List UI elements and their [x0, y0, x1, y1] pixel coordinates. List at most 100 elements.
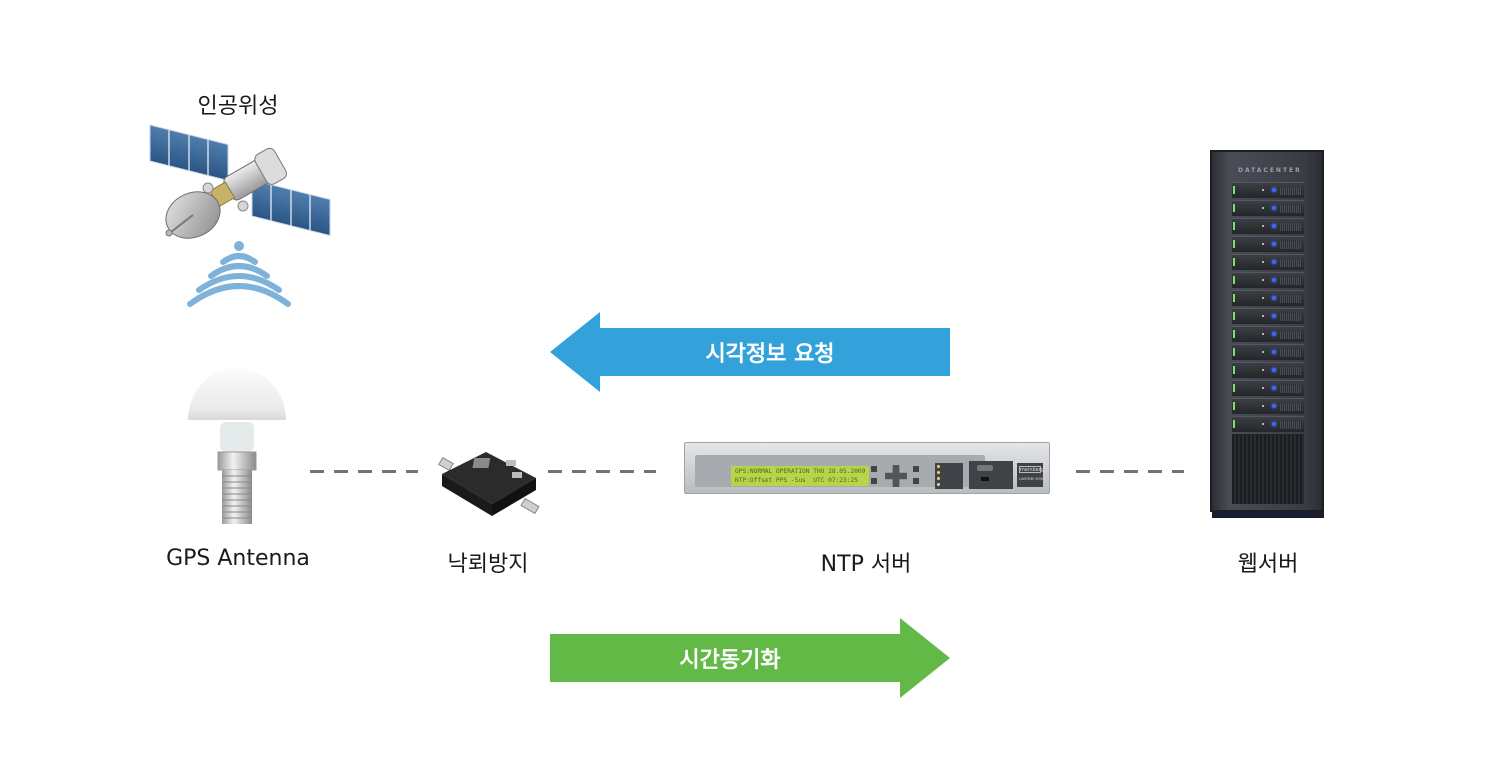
status-led: [1262, 333, 1264, 335]
power-led: [1233, 312, 1235, 320]
time-request-arrow: [550, 312, 950, 392]
serial-port-icon: [977, 465, 993, 471]
activity-led: [1272, 296, 1276, 300]
activity-led: [1272, 386, 1276, 390]
display-line-2: NTP:Offset PPS -5us UTC 07:23:25: [735, 477, 858, 484]
activity-led: [1272, 206, 1276, 210]
status-led: [1262, 387, 1264, 389]
server-unit: [1232, 308, 1304, 324]
drive-bay: [1280, 223, 1302, 231]
signal-waves-icon: [187, 241, 291, 307]
connector-ntp-webserver: [1076, 470, 1184, 473]
status-led: [1262, 315, 1264, 317]
usb-port-icon: [981, 477, 989, 481]
power-led: [1233, 276, 1235, 284]
drive-bay: [1280, 349, 1302, 357]
model-label: LANTIME M300: [1019, 477, 1046, 481]
rack-base: [1212, 512, 1324, 518]
status-led: [1262, 369, 1264, 371]
status-led: [1262, 405, 1264, 407]
status-led: [1262, 297, 1264, 299]
activity-led: [1272, 188, 1276, 192]
led-alarm: [937, 483, 940, 486]
ntp-server-icon: GPS:NORMAL OPERATION THU 28.05.2009 NTP:…: [684, 442, 1050, 494]
power-led: [1233, 186, 1235, 194]
rack-brand: DATACENTER: [1238, 167, 1302, 174]
brand-logo: meinberg: [1019, 466, 1044, 473]
drive-bay: [1280, 187, 1302, 195]
activity-led: [1272, 224, 1276, 228]
rack-vent: [1232, 434, 1304, 504]
drive-bay: [1280, 421, 1302, 429]
esc-button: [913, 478, 919, 484]
power-led: [1233, 366, 1235, 374]
status-led: [1262, 225, 1264, 227]
surge-protector-icon: [438, 452, 540, 516]
server-unit: [1232, 344, 1304, 360]
led-network: [937, 477, 940, 480]
activity-led: [1272, 350, 1276, 354]
activity-led: [1272, 422, 1276, 426]
server-unit: [1232, 218, 1304, 234]
led-time-service: [937, 471, 940, 474]
activity-led: [1272, 242, 1276, 246]
server-unit: [1232, 326, 1304, 342]
gps-antenna-icon: [188, 368, 286, 524]
server-unit: [1232, 254, 1304, 270]
drive-bay: [1280, 295, 1302, 303]
connector-surge-ntp: [548, 470, 656, 473]
surge-protector-label: 낙뢰방지: [447, 552, 529, 577]
power-led: [1233, 240, 1235, 248]
activity-led: [1272, 260, 1276, 264]
f2-button: [871, 478, 877, 484]
drive-bay: [1280, 331, 1302, 339]
activity-led: [1272, 404, 1276, 408]
activity-led: [1272, 368, 1276, 372]
status-led-panel: [935, 463, 963, 489]
arrow-shape: [550, 618, 950, 698]
server-unit: [1232, 236, 1304, 252]
status-led: [1262, 279, 1264, 281]
web-server-label: 웹서버: [1237, 552, 1299, 577]
led-ref-time: [937, 465, 940, 468]
ok-button: [913, 466, 919, 472]
drive-bay: [1280, 205, 1302, 213]
power-led: [1233, 258, 1235, 266]
ntp-display: GPS:NORMAL OPERATION THU 28.05.2009 NTP:…: [731, 466, 870, 486]
power-led: [1233, 384, 1235, 392]
drive-bay: [1280, 241, 1302, 249]
f1-button: [871, 466, 877, 472]
power-led: [1233, 204, 1235, 212]
status-led: [1262, 423, 1264, 425]
gps-antenna-label: GPS Antenna: [166, 546, 310, 571]
drive-bay: [1280, 277, 1302, 285]
server-unit: [1232, 416, 1304, 432]
power-led: [1233, 294, 1235, 302]
drive-bay: [1280, 313, 1302, 321]
activity-led: [1272, 278, 1276, 282]
connector-antenna-surge: [310, 470, 418, 473]
power-led: [1233, 348, 1235, 356]
power-led: [1233, 222, 1235, 230]
time-sync-arrow: [550, 618, 950, 698]
time-sync-label: 시간동기화: [679, 648, 781, 673]
status-led: [1262, 351, 1264, 353]
satellite-icon: [149, 124, 331, 239]
power-led: [1233, 420, 1235, 428]
arrow-shape: [550, 312, 950, 392]
brand-plate: meinberg LANTIME M300: [1017, 463, 1046, 487]
server-unit: [1232, 380, 1304, 396]
ntp-server-label: NTP 서버: [820, 552, 912, 577]
server-unit: [1232, 398, 1304, 414]
display-line-1: GPS:NORMAL OPERATION THU 28.05.2009: [735, 468, 866, 475]
time-request-label: 시각정보 요청: [705, 342, 835, 367]
drive-bay: [1280, 259, 1302, 267]
activity-led: [1272, 314, 1276, 318]
drive-bay: [1280, 385, 1302, 393]
status-led: [1262, 261, 1264, 263]
power-led: [1233, 330, 1235, 338]
drive-bay: [1280, 403, 1302, 411]
satellite-label: 인공위성: [197, 94, 279, 119]
server-unit: [1232, 182, 1304, 198]
status-led: [1262, 243, 1264, 245]
